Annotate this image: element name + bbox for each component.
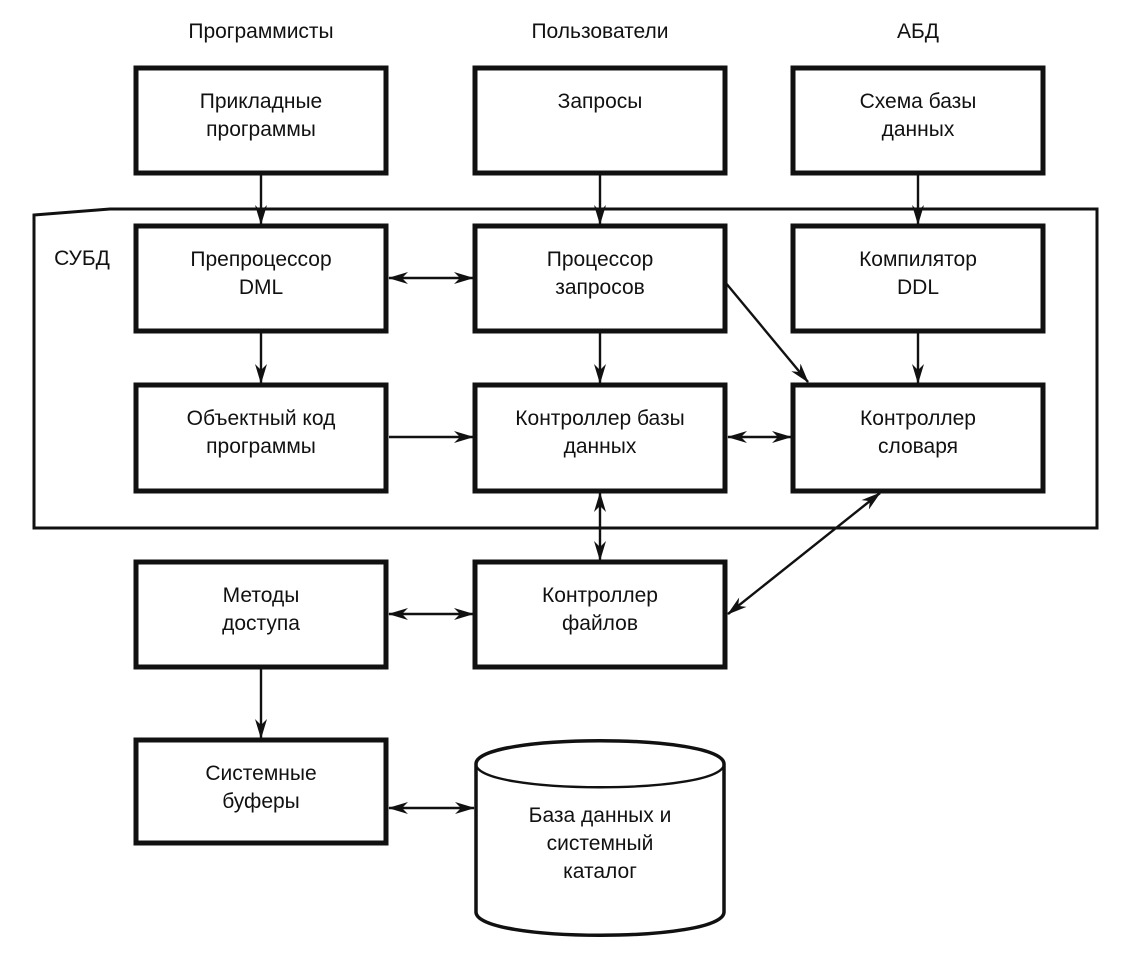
node-label-line: База данных и — [529, 804, 672, 827]
node-label-line: доступа — [222, 612, 300, 635]
node-label-line: программы — [206, 118, 316, 141]
edges — [255, 174, 924, 814]
node-label-line: Схема базы — [860, 90, 977, 113]
actor-programmers: Программисты — [188, 20, 333, 43]
node-label-line: Компилятор — [859, 248, 977, 271]
node-system-buffers: Системные буферы — [133, 737, 389, 846]
actor-users: Пользователи — [531, 20, 668, 43]
node-database: База данных и системный каталог — [474, 739, 726, 937]
dbms-frame — [32, 207, 1099, 530]
node-object-code: Объектный код программы — [133, 382, 389, 494]
node-query-processor: Процессор запросов — [472, 223, 728, 334]
database-cylinder-rim — [474, 763, 726, 789]
node-label-line: Контроллер базы — [515, 407, 684, 430]
node-label-line: файлов — [562, 612, 638, 635]
node-label-line: Контроллер — [860, 407, 976, 430]
node-label-line: Системные — [205, 762, 316, 785]
dbms-frame-label: СУБД — [54, 247, 110, 270]
node-label-line: Объектный код — [187, 407, 336, 430]
edge-dictionary-manager-file-manager — [727, 492, 881, 615]
node-label-line: Процессор — [547, 248, 654, 271]
node-queries: Запросы — [472, 65, 728, 176]
node-label-line: Контроллер — [542, 584, 658, 607]
node-ddl-compiler: Компилятор DDL — [790, 223, 1046, 334]
node-label-line: Запросы — [558, 90, 643, 113]
edge-query-processor-to-dictionary-manager — [724, 281, 809, 383]
actor-dba: АБД — [897, 20, 939, 43]
node-label-line: Прикладные — [200, 90, 322, 113]
node-label-line: данных — [564, 435, 637, 458]
node-label-line: запросов — [555, 276, 645, 299]
node-label-line: программы — [206, 435, 316, 458]
node-label-line: данных — [882, 118, 955, 141]
node-label-line: словаря — [878, 435, 958, 458]
node-label-line: системный — [547, 832, 654, 855]
node-dictionary-manager: Контроллер словаря — [790, 382, 1046, 494]
node-label-line: Препроцессор — [190, 248, 331, 271]
node-label-line: буферы — [222, 790, 300, 813]
node-label-line: каталог — [563, 860, 637, 883]
node-app-programs: Прикладные программы — [133, 65, 389, 176]
node-label-line: DML — [239, 276, 283, 299]
node-db-manager: Контроллер базы данных — [472, 382, 728, 494]
node-access-methods: Методы доступа — [133, 559, 389, 670]
database-cylinder-icon — [474, 739, 726, 937]
node-file-manager: Контроллер файлов — [472, 559, 728, 670]
node-label-line: Методы — [223, 584, 300, 607]
node-db-schema: Схема базы данных — [790, 65, 1046, 176]
node-dml-preprocessor: Препроцессор DML — [133, 223, 389, 334]
node-label-line: DDL — [897, 276, 939, 299]
